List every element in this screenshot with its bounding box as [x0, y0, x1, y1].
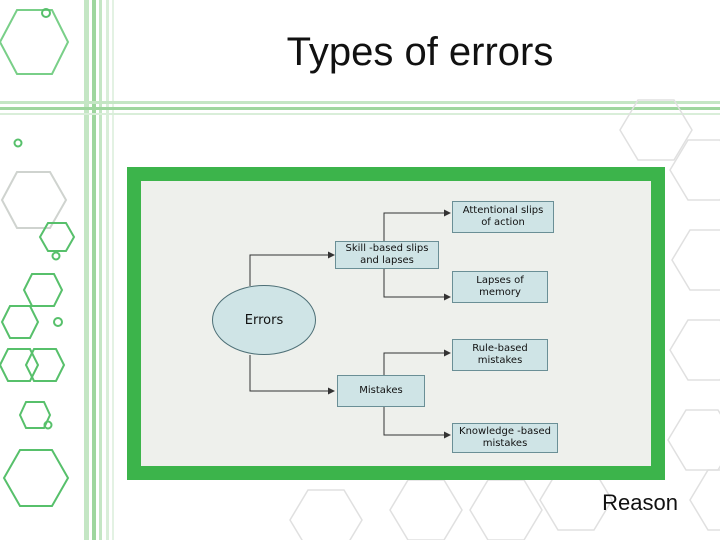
diagram-connectors [249, 209, 451, 439]
rule-based-mistakes-node: Rule-based mistakes [452, 339, 548, 371]
diagram-panel: Errors Skill -based slips and lapses Mis… [141, 181, 651, 466]
slide-title: Types of errors [286, 30, 554, 74]
diagram-frame: Errors Skill -based slips and lapses Mis… [127, 167, 665, 480]
attentional-slips-node: Attentional slips of action [452, 201, 554, 233]
source-credit: Reason [602, 490, 678, 515]
knowledge-based-mistakes-node: Knowledge -based mistakes [452, 423, 558, 453]
skill-based-slips-node: Skill -based slips and lapses [335, 241, 439, 269]
lapses-of-memory-node: Lapses of memory [452, 271, 548, 303]
errors-node: Errors [212, 285, 316, 355]
mistakes-node: Mistakes [337, 375, 425, 407]
